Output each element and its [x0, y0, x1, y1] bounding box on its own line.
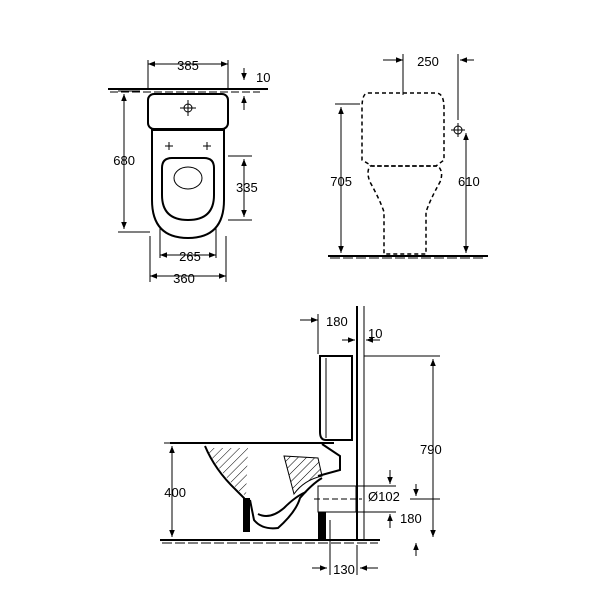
- side-view: 180 10 790 400 Ø102 180 130: [160, 306, 442, 577]
- dim-top-width: 385: [177, 58, 199, 73]
- dim-inlet-height: 610: [458, 174, 480, 189]
- dim-top-offset: 10: [256, 70, 270, 85]
- dim-side-offset: 10: [368, 326, 382, 341]
- dim-outlet-offset: 130: [333, 562, 355, 577]
- dim-top-depth: 680: [113, 153, 135, 168]
- dim-rim-height: 400: [164, 485, 186, 500]
- water-inlet-icon: [451, 123, 465, 137]
- dim-tank-width: 250: [417, 54, 439, 69]
- dim-outlet-height: 180: [400, 511, 422, 526]
- dim-seat-depth: 335: [236, 180, 258, 195]
- dim-front-height: 705: [330, 174, 352, 189]
- dim-outlet-diameter: Ø102: [368, 489, 400, 504]
- flush-button-icon: [180, 100, 196, 116]
- seat-bolt-icon: [165, 142, 211, 150]
- dim-total-height: 790: [420, 442, 442, 457]
- top-view: 385 10 680 335 265 360: [108, 58, 270, 286]
- dim-seat-inner-width: 265: [179, 249, 201, 264]
- dim-side-tank-depth: 180: [326, 314, 348, 329]
- dim-bowl-width: 360: [173, 271, 195, 286]
- front-view: 250 705 610: [328, 54, 488, 259]
